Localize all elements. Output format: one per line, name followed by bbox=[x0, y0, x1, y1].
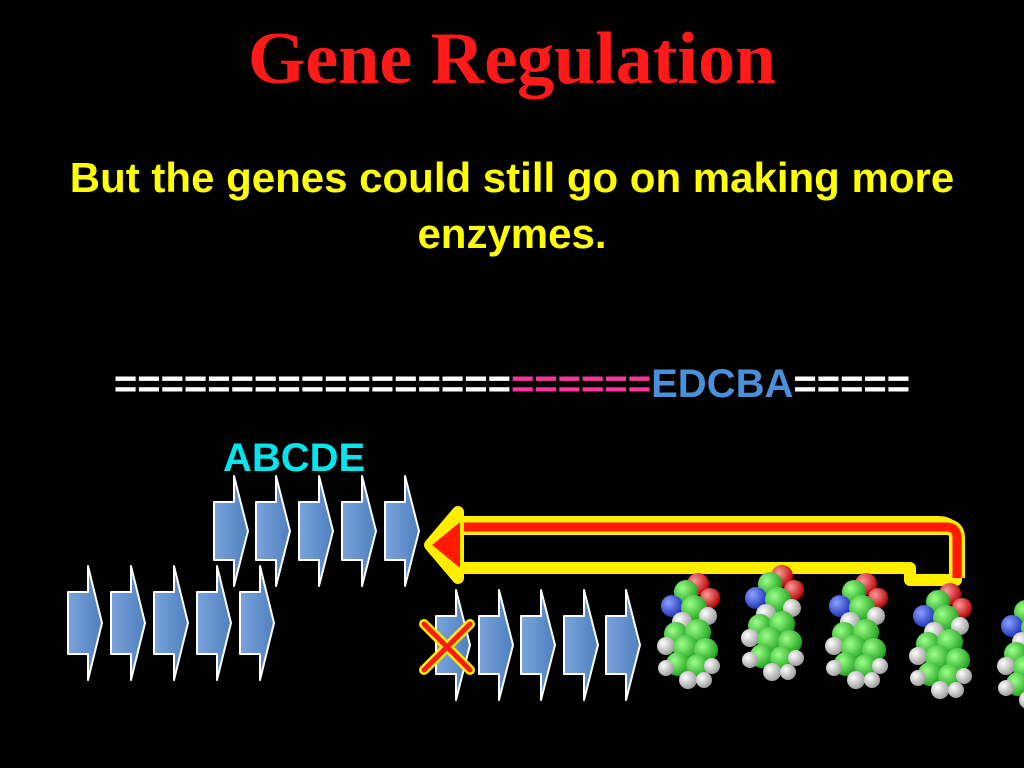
enzyme-arrow-right-3 bbox=[520, 589, 556, 701]
atom bbox=[741, 629, 759, 647]
gene-label: ABCDE bbox=[223, 436, 366, 480]
atom bbox=[742, 652, 758, 668]
atom bbox=[864, 672, 880, 688]
enzyme-arrow-right-2 bbox=[478, 589, 514, 701]
enzyme-arrow-upper-1 bbox=[213, 475, 249, 587]
atom bbox=[829, 595, 851, 617]
enzyme-arrow-lower-4 bbox=[196, 565, 232, 681]
product-molecule-4 bbox=[909, 583, 972, 699]
product-molecule-3 bbox=[825, 573, 888, 689]
atom bbox=[657, 637, 675, 655]
product-molecule-5 bbox=[997, 600, 1024, 709]
atom bbox=[956, 668, 972, 684]
product-molecule-1 bbox=[657, 573, 720, 689]
enzyme-arrow-right-4 bbox=[563, 589, 599, 701]
atom bbox=[1001, 615, 1023, 637]
atom bbox=[872, 658, 888, 674]
product-molecule-2 bbox=[741, 565, 804, 681]
atom bbox=[931, 681, 949, 699]
slide-title: Gene Regulation bbox=[247, 18, 777, 100]
dna-strand-plain: ================= bbox=[113, 362, 511, 406]
dna-strand-genes: EDCBA bbox=[651, 362, 794, 406]
feedback-arrow bbox=[424, 506, 965, 586]
atom bbox=[998, 680, 1014, 696]
atom bbox=[704, 658, 720, 674]
enzyme-arrow-lower-2 bbox=[110, 565, 146, 681]
atom bbox=[788, 650, 804, 666]
enzyme-arrow-upper-2 bbox=[255, 475, 291, 587]
atom bbox=[1019, 691, 1024, 709]
dna-strand: =======================EDCBA===== bbox=[0, 360, 1024, 408]
blocked-enzyme-x-icon bbox=[419, 619, 475, 675]
enzyme-arrow-right-5 bbox=[605, 589, 641, 701]
atom bbox=[913, 605, 935, 627]
atom bbox=[763, 663, 781, 681]
dna-strand-tail: ===== bbox=[793, 362, 911, 406]
atom bbox=[847, 671, 865, 689]
dna-strand-highlighted: ====== bbox=[510, 362, 652, 406]
enzyme-arrow-upper-3 bbox=[298, 475, 334, 587]
atom bbox=[658, 660, 674, 676]
atom bbox=[909, 647, 927, 665]
slide-subtitle: But the genes could still go on making m… bbox=[69, 154, 955, 257]
atom bbox=[826, 660, 842, 676]
atom bbox=[661, 595, 683, 617]
enzyme-arrow-lower-5 bbox=[239, 565, 275, 681]
enzyme-arrow-upper-5 bbox=[384, 475, 420, 587]
atom bbox=[696, 672, 712, 688]
atom bbox=[948, 682, 964, 698]
enzyme-arrow-lower-3 bbox=[153, 565, 189, 681]
atom bbox=[825, 637, 843, 655]
atom bbox=[997, 657, 1015, 675]
atom bbox=[679, 671, 697, 689]
enzyme-row-lower bbox=[67, 565, 275, 681]
enzyme-arrow-lower-1 bbox=[67, 565, 103, 681]
product-molecules bbox=[657, 565, 1024, 709]
enzyme-arrow-upper-4 bbox=[341, 475, 377, 587]
atom bbox=[780, 664, 796, 680]
enzyme-row-upper bbox=[213, 475, 420, 587]
enzyme-row-right bbox=[435, 589, 641, 701]
atom bbox=[745, 587, 767, 609]
atom bbox=[910, 670, 926, 686]
